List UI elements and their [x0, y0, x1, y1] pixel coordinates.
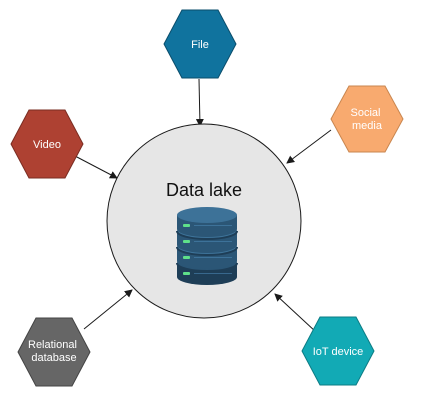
data-lake-title: Data lake — [166, 180, 242, 200]
hexagon-relational-database — [17, 317, 91, 387]
hexagon-file — [163, 9, 237, 79]
source-label-relational-database: Relational database — [28, 339, 80, 364]
source-label-file: File — [191, 39, 209, 51]
hexagon-iot-device — [301, 316, 375, 386]
arrow-iot-device-to-lake — [274, 293, 317, 333]
data-lake-node: Data lake — [106, 123, 302, 319]
source-social-media: Social media — [330, 85, 404, 153]
source-label-video: Video — [33, 139, 61, 151]
arrow-video-to-lake — [74, 155, 118, 179]
source-label-social-media: Social media — [350, 107, 383, 132]
source-label-iot-device: IoT device — [313, 346, 364, 358]
source-iot-device: IoT device — [301, 316, 375, 386]
source-file: File — [163, 9, 237, 79]
arrow-relational-database-to-lake — [83, 289, 133, 330]
hexagon-social-media — [330, 85, 404, 153]
hexagon-video — [10, 109, 84, 179]
database-server-icon — [176, 207, 238, 285]
source-relational-database: Relational database — [17, 317, 91, 387]
arrow-social-media-to-lake — [286, 129, 332, 164]
source-video: Video — [10, 109, 84, 179]
connector-arrows — [74, 78, 332, 333]
arrow-file-to-lake — [195, 78, 204, 127]
